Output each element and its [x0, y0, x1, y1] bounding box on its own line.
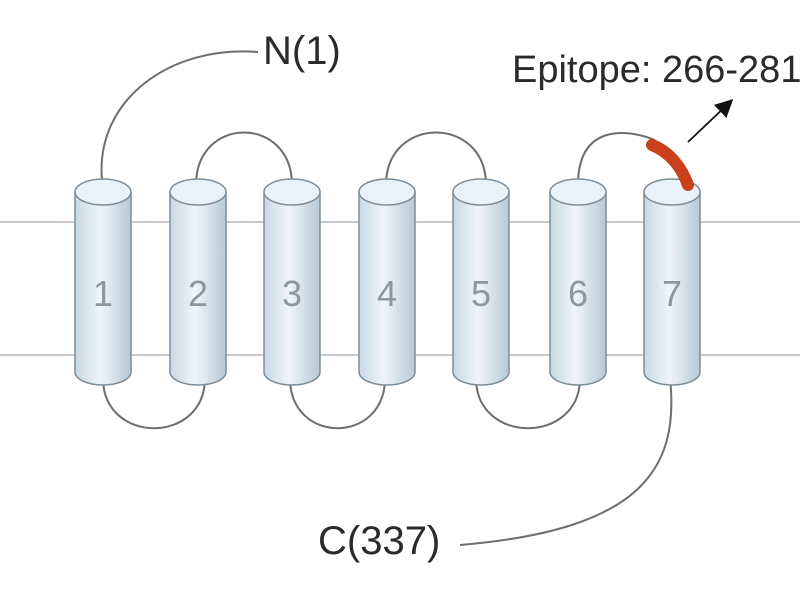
extracellular-loop-6-7 — [577, 132, 656, 186]
helix-number-label: 1 — [93, 273, 113, 314]
extracellular-loop-4-5 — [385, 131, 487, 186]
helix-5: 5 — [452, 178, 510, 386]
intracellular-loop-1-2 — [102, 377, 206, 430]
helix-top-cap — [169, 178, 227, 206]
helix-body — [452, 191, 510, 386]
helix-number-label: 2 — [188, 273, 208, 314]
helix-number-label: 5 — [471, 273, 491, 314]
helix-body — [549, 191, 607, 386]
helix-top-cap — [263, 178, 321, 206]
helix-7: 7 — [643, 178, 701, 386]
helix-number-label: 7 — [662, 273, 682, 314]
helix-4: 4 — [358, 178, 416, 386]
helix-body — [358, 191, 416, 386]
helix-number-label: 4 — [377, 273, 397, 314]
transmembrane-helices: 1 2 3 4 5 6 7 — [74, 178, 701, 386]
intracellular-loop-3-4 — [289, 377, 386, 430]
helix-top-cap — [74, 178, 132, 206]
helix-number-label: 3 — [282, 273, 302, 314]
epitope-arrow — [687, 99, 734, 143]
epitope-label: Epitope: 266-281 — [512, 49, 800, 91]
helix-top-cap — [452, 178, 510, 206]
extracellular-loop-2-3 — [195, 131, 293, 186]
helix-number-label: 6 — [568, 273, 588, 314]
intracellular-loop-5-6 — [475, 377, 581, 430]
helix-top-cap — [549, 178, 607, 206]
helix-1: 1 — [74, 178, 132, 386]
helix-body — [169, 191, 227, 386]
helix-3: 3 — [263, 178, 321, 386]
n-terminus-tail — [100, 50, 259, 181]
helix-6: 6 — [549, 178, 607, 386]
helix-2: 2 — [169, 178, 227, 386]
n-terminus-label: N(1) — [263, 29, 341, 73]
helix-top-cap — [358, 178, 416, 206]
helix-body — [263, 191, 321, 386]
helix-body — [643, 191, 701, 386]
helix-body — [74, 191, 132, 386]
c-terminus-tail — [459, 377, 673, 546]
c-terminus-label: C(337) — [318, 519, 440, 563]
epitope-marker — [646, 139, 694, 191]
